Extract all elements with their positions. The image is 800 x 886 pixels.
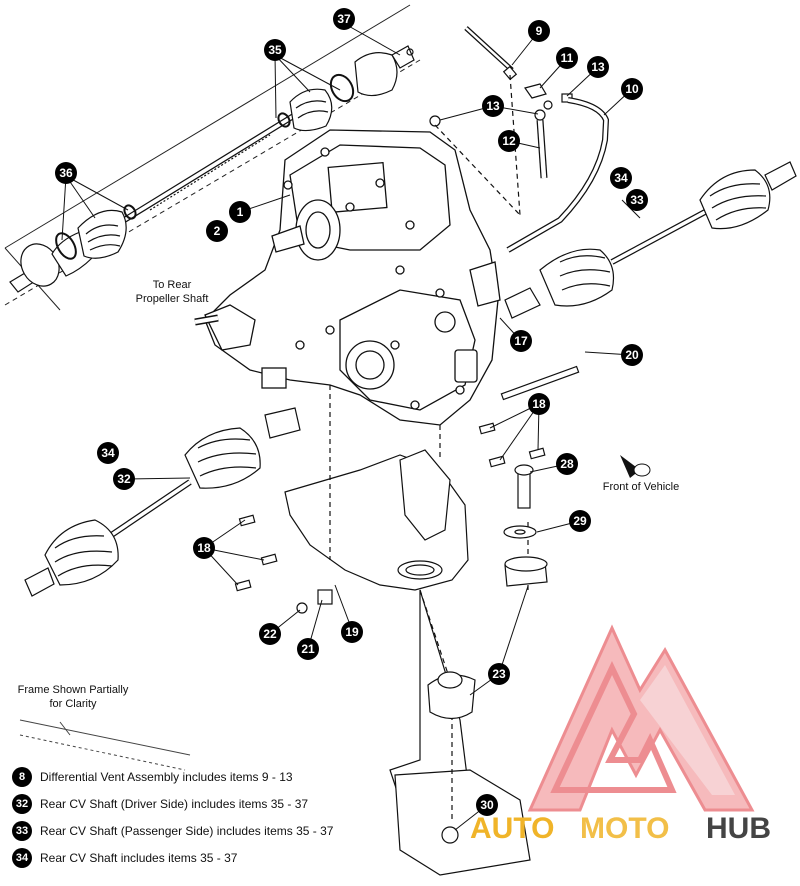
callout-11: 11	[556, 47, 578, 69]
mount-hardware	[234, 365, 580, 720]
callout-17: 17	[510, 330, 532, 352]
callout-9: 9	[528, 20, 550, 42]
front-of-vehicle-arrow-icon	[620, 455, 651, 478]
part-callouts: 37 35 36 9 11 13 10 13 12 1 2 34 33 17 2…	[55, 8, 648, 816]
svg-text:18: 18	[532, 397, 546, 411]
svg-text:MOTO: MOTO	[580, 812, 669, 845]
callout-21: 21	[297, 638, 319, 660]
callout-30: 30	[476, 794, 498, 816]
callout-18b: 18	[193, 537, 215, 559]
legend-text: Rear CV Shaft includes items 35 - 37	[40, 851, 238, 865]
watermark-text: AUTO MOTO HUB	[470, 812, 771, 845]
callout-36: 36	[55, 162, 77, 184]
svg-text:17: 17	[514, 334, 528, 348]
svg-text:18: 18	[197, 541, 211, 555]
callout-33: 33	[626, 189, 648, 211]
svg-text:33: 33	[630, 193, 644, 207]
callout-13b: 13	[482, 95, 504, 117]
callout-20: 20	[621, 344, 643, 366]
callout-35: 35	[264, 39, 286, 61]
legend-text: Rear CV Shaft (Driver Side) includes ite…	[40, 797, 309, 811]
legend-row: 32 Rear CV Shaft (Driver Side) includes …	[12, 794, 308, 814]
svg-text:12: 12	[502, 134, 516, 148]
callout-34b: 34	[97, 442, 119, 464]
legend-row: 34 Rear CV Shaft includes items 35 - 37	[12, 848, 237, 868]
svg-text:11: 11	[561, 51, 574, 65]
frame-note: Frame Shown Partially for Clarity	[8, 683, 138, 711]
callout-10: 10	[621, 78, 643, 100]
svg-text:32: 32	[117, 472, 131, 486]
right-cv-shaft	[504, 161, 797, 319]
svg-text:35: 35	[268, 43, 282, 57]
to-rear-label-line2: Propeller Shaft	[136, 293, 209, 305]
legend-row: 8 Differential Vent Assembly includes it…	[12, 767, 293, 787]
svg-text:9: 9	[536, 24, 543, 38]
svg-text:30: 30	[480, 798, 494, 812]
svg-text:19: 19	[345, 625, 359, 639]
to-rear-label-line1: To Rear	[153, 279, 192, 291]
callout-12: 12	[498, 130, 520, 152]
left-cv-shaft	[24, 407, 301, 597]
svg-text:AUTO: AUTO	[470, 812, 554, 845]
watermark-logo	[527, 624, 755, 812]
legend-row: 33 Rear CV Shaft (Passenger Side) includ…	[12, 821, 333, 841]
callout-2: 2	[206, 220, 228, 242]
svg-text:29: 29	[573, 514, 587, 528]
svg-text:13: 13	[486, 99, 500, 113]
callout-1: 1	[229, 201, 251, 223]
svg-text:22: 22	[263, 627, 277, 641]
svg-text:28: 28	[560, 457, 574, 471]
transaxle-housing	[194, 129, 501, 426]
svg-text:10: 10	[625, 82, 639, 96]
callout-29: 29	[569, 510, 591, 532]
mount-bracket	[284, 74, 531, 876]
legend-badge: 33	[12, 821, 32, 841]
svg-text:1: 1	[237, 205, 244, 219]
frame-note-line2: for Clarity	[49, 698, 97, 710]
callout-19: 19	[341, 621, 363, 643]
callout-37: 37	[333, 8, 355, 30]
callout-28: 28	[556, 453, 578, 475]
legend-badge: 8	[12, 767, 32, 787]
svg-text:HUB: HUB	[706, 812, 771, 845]
frame-partial-lines	[19, 719, 191, 771]
upper-cv-shaft	[9, 45, 415, 293]
svg-text:21: 21	[301, 642, 315, 656]
svg-text:34: 34	[101, 446, 115, 460]
svg-text:2: 2	[214, 224, 221, 238]
svg-text:34: 34	[614, 171, 628, 185]
svg-text:23: 23	[492, 667, 506, 681]
callout-23: 23	[488, 663, 510, 685]
svg-text:20: 20	[625, 348, 639, 362]
legend-text: Differential Vent Assembly includes item…	[40, 770, 293, 784]
callout-22: 22	[259, 623, 281, 645]
svg-text:37: 37	[337, 12, 351, 26]
svg-text:13: 13	[591, 60, 605, 74]
callout-13a: 13	[587, 56, 609, 78]
callout-32: 32	[113, 468, 135, 490]
callout-18a: 18	[528, 393, 550, 415]
front-of-vehicle-label: Front of Vehicle	[603, 481, 679, 493]
callout-34a: 34	[610, 167, 632, 189]
legend-badge: 32	[12, 794, 32, 814]
vent-assembly	[429, 26, 610, 253]
frame-note-line1: Frame Shown Partially	[17, 684, 129, 696]
legend-badge: 34	[12, 848, 32, 868]
legend-text: Rear CV Shaft (Passenger Side) includes …	[40, 824, 334, 838]
svg-text:36: 36	[59, 166, 73, 180]
